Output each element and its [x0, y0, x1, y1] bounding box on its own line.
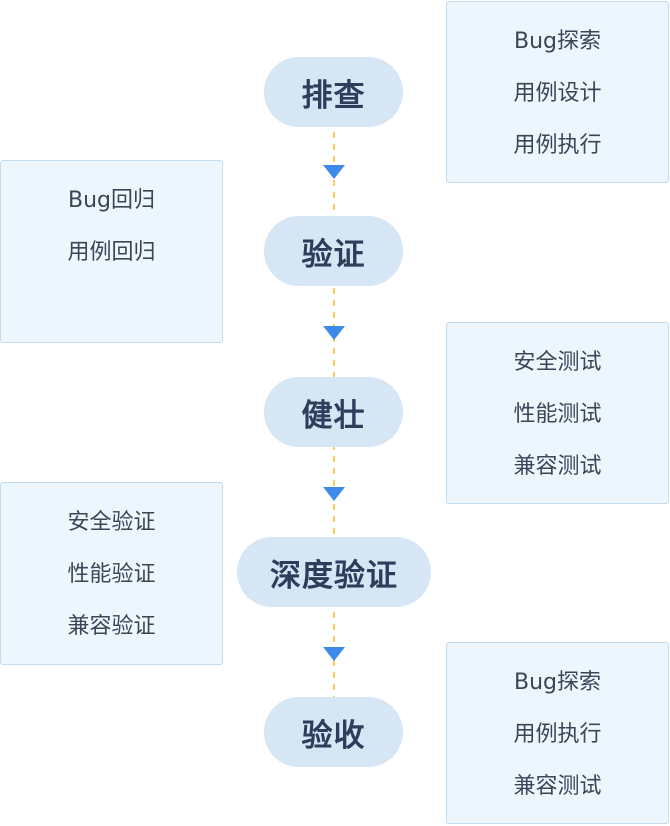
task-item: Bug探索 — [513, 670, 601, 695]
arrow-down-icon — [323, 165, 345, 179]
arrow-down-icon — [323, 647, 345, 661]
task-item: 兼容验证 — [67, 614, 156, 639]
task-item: 兼容测试 — [513, 454, 602, 479]
stage-node-3: 健壮 — [264, 377, 403, 447]
arrow-down-icon — [323, 487, 345, 501]
stage-3-tasks-card: 安全测试 性能测试 兼容测试 — [446, 322, 669, 504]
task-item: Bug探索 — [513, 29, 601, 54]
task-item: Bug回归 — [67, 188, 155, 213]
stage-5-tasks-card: Bug探索 用例执行 兼容测试 — [446, 642, 669, 824]
task-item: 用例回归 — [67, 240, 156, 265]
stage-node-4: 深度验证 — [237, 537, 431, 607]
task-item: 安全测试 — [513, 350, 602, 375]
stage-node-1: 排查 — [264, 57, 403, 127]
task-item: 兼容测试 — [513, 774, 602, 799]
stage-1-tasks-card: Bug探索 用例设计 用例执行 — [446, 1, 669, 183]
task-item: 性能测试 — [513, 402, 602, 427]
stage-node-2: 验证 — [264, 216, 403, 286]
stage-4-tasks-card: 安全验证 性能验证 兼容验证 — [0, 482, 223, 665]
stage-2-tasks-card: Bug回归 用例回归 — [0, 160, 223, 343]
task-item: 安全验证 — [67, 510, 156, 535]
arrow-down-icon — [323, 326, 345, 340]
task-item: 用例执行 — [513, 133, 602, 158]
task-item: 用例设计 — [513, 81, 602, 106]
stage-node-5: 验收 — [264, 697, 403, 767]
task-item: 用例执行 — [513, 722, 602, 747]
task-item: 性能验证 — [67, 562, 156, 587]
